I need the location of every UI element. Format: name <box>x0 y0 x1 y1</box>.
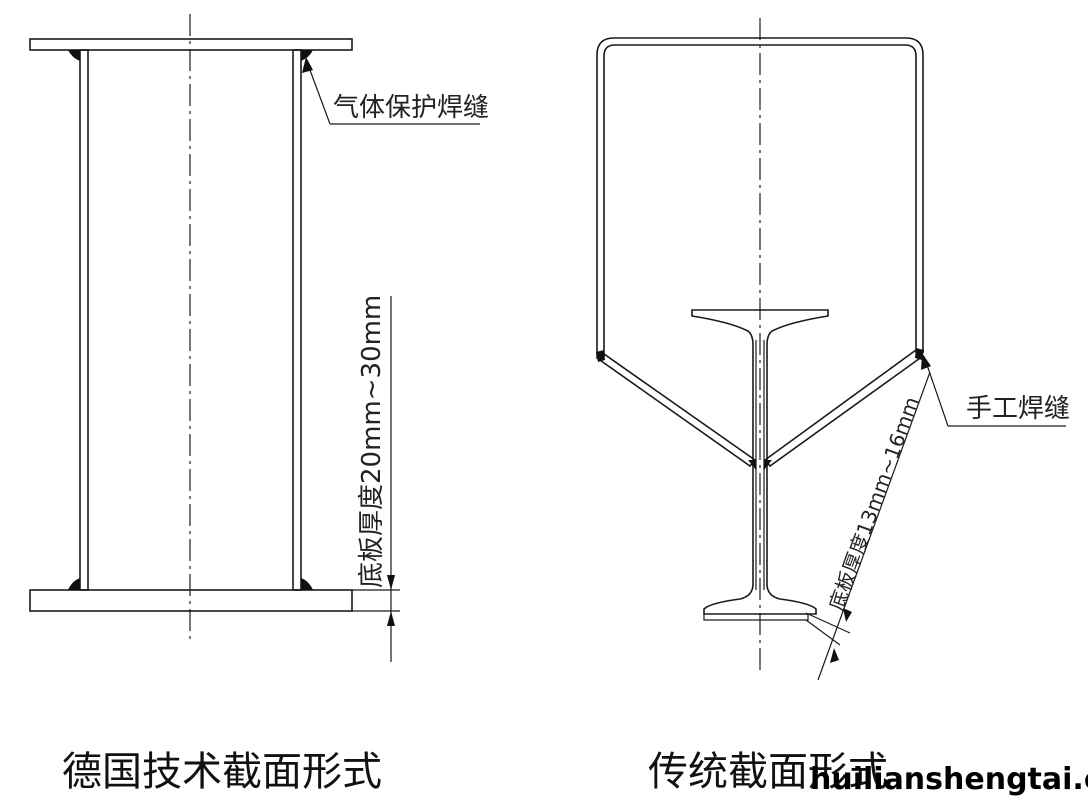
weld-bottom-right <box>301 578 313 590</box>
base-plate <box>29 589 353 612</box>
weld-left-corner <box>596 350 605 362</box>
base-thickness-dimension-right <box>805 371 931 681</box>
left-web-plate <box>79 49 89 591</box>
watermark: huilianshengtai.com <box>810 762 1088 797</box>
german-section: 气体保护焊缝 底板厚度20mm~30mm 德国技术截面形式 <box>29 14 489 795</box>
weld-top-left <box>68 50 80 61</box>
german-section-caption: 德国技术截面形式 <box>62 749 382 795</box>
weld-leader-left <box>302 57 480 125</box>
base-thickness-dimension-left <box>352 296 400 662</box>
right-web-plate <box>292 49 302 591</box>
weld-bottom-left <box>68 578 80 590</box>
weld-top-right <box>301 50 313 61</box>
gas-shielded-weld-label: 气体保护焊缝 <box>333 93 489 123</box>
manual-weld-label: 手工焊缝 <box>966 394 1070 424</box>
base-thickness-label-left: 底板厚度20mm~30mm <box>357 295 387 588</box>
weld-right-corner <box>915 348 924 360</box>
weld-center-right <box>764 460 772 470</box>
base-thickness-label-right: 底板厚度13mm~16mm <box>824 394 924 614</box>
weld-center-left <box>748 460 756 470</box>
traditional-section: 手工焊缝 底板厚度13mm~16mm 传统截面形式 <box>595 18 1070 795</box>
traditional-section-caption: 传统截面形式 <box>648 749 888 795</box>
left-diagonal-plate <box>595 353 757 468</box>
top-flange-plate <box>29 38 353 51</box>
